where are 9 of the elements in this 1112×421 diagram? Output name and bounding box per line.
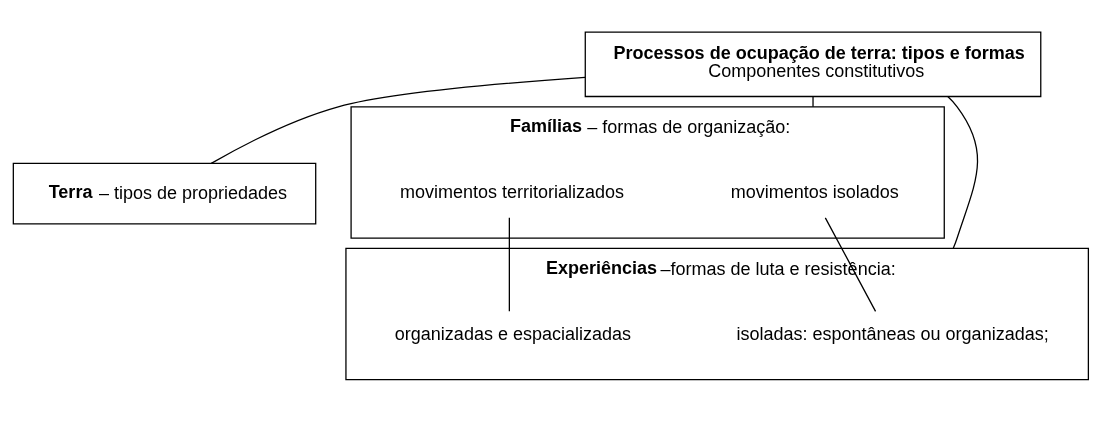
connector <box>210 76 586 164</box>
node-text: movimentos territorializados <box>399 181 625 202</box>
node-text: organizadas e espacializadas <box>394 323 631 344</box>
node-text: isoladas: espontâneas ou organizadas; <box>736 323 1049 344</box>
node-text: movimentos isolados <box>730 181 899 202</box>
connector <box>508 216 510 312</box>
connector <box>812 95 814 107</box>
node-box: Processos de ocupação de terra: tipos e formas Componentes constitutivos <box>584 31 1042 97</box>
node-box: Terra – tipos de propriedades <box>12 162 317 224</box>
